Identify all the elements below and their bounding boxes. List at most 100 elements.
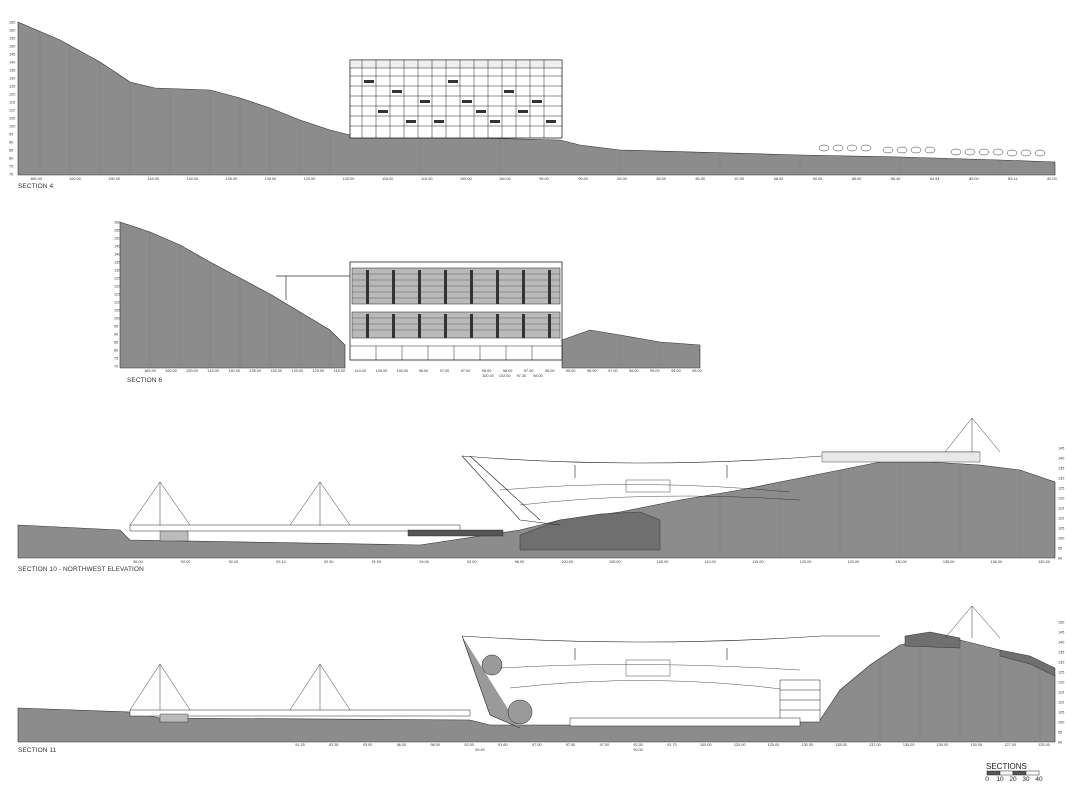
level-label: 145.00 [207, 369, 219, 373]
level-label: 125.00 [291, 369, 303, 373]
level-label: 85.00 [969, 177, 979, 181]
level-label: 91.00 [372, 560, 382, 564]
level-label: 97.30 [517, 374, 527, 378]
level-label: 92.00 [467, 560, 477, 564]
scale-tick-label: 115 [9, 101, 15, 105]
section-4-left-scale: 1651601551501451401351301251201151101051… [9, 21, 15, 177]
level-label: 98.00 [533, 374, 543, 378]
level-label: 130.00 [937, 743, 949, 747]
level-label: 130.00 [265, 177, 277, 181]
level-label: 97.00 [532, 743, 542, 747]
level-label: 92.50 [324, 560, 334, 564]
scale-bar [986, 770, 1040, 776]
level-label: 83.14 [1008, 177, 1018, 181]
scale-tick-label: 155 [114, 229, 120, 233]
scale-bar-label: 20 [1009, 776, 1017, 783]
scale-tick-label: 95 [9, 133, 13, 137]
scale-tick-label: 90 [1058, 741, 1062, 745]
scale-tick-label: 120 [114, 285, 120, 289]
scale-tick-label: 125 [1058, 671, 1064, 675]
scale-tick-label: 70 [114, 365, 118, 369]
scale-tick-label: 165 [9, 21, 15, 25]
scale-tick-label: 100 [9, 125, 15, 129]
scale-tick-label: 100 [114, 317, 120, 321]
scale-tick-label: 115 [114, 293, 120, 297]
scale-tick-label: 130 [1058, 477, 1064, 481]
level-label: 96.00 [587, 369, 597, 373]
level-label: 100.00 [700, 743, 712, 747]
level-label: 85.40 [891, 177, 901, 181]
scale-tick-label: 140 [114, 253, 120, 257]
section-10-terrain [17, 461, 1056, 559]
level-label: 100.00 [561, 560, 573, 564]
scale-tick-label: 145 [1058, 447, 1064, 451]
level-label: 97.00 [608, 369, 618, 373]
level-label: 130.00 [270, 369, 282, 373]
level-label: 165.00 [30, 177, 42, 181]
scale-tick-label: 140 [1058, 457, 1064, 461]
level-label: 98.00 [431, 743, 441, 747]
level-label: 130.00 [801, 743, 813, 747]
level-label: 145.00 [147, 177, 159, 181]
level-label: 85.00 [852, 177, 862, 181]
level-label: 92.14 [276, 560, 286, 564]
level-label: 100.00 [397, 369, 409, 373]
scale-tick-label: 125 [114, 277, 120, 281]
scale-tick-label: 100 [1058, 721, 1064, 725]
section-10-title: SECTION 10 - NORTHWEST ELEVATION [18, 566, 144, 573]
level-label: 127.00 [1004, 743, 1016, 747]
scale-tick-label: 155 [9, 37, 15, 41]
scale-tick-label: 85 [9, 149, 13, 153]
section-4-building [349, 59, 563, 139]
level-label: 67.00 [735, 177, 745, 181]
scale-tick-label: 145 [114, 245, 120, 249]
level-label: 120.00 [343, 177, 355, 181]
section-11-terrain [17, 637, 1056, 743]
level-label: 160.00 [69, 177, 81, 181]
section-11-terrain-dark [904, 631, 961, 649]
section-6-terrain-right [561, 329, 701, 369]
scale-tick-label: 110 [1058, 517, 1064, 521]
scale-tick-label: 135 [9, 69, 15, 73]
level-label: 92.20 [229, 560, 239, 564]
level-label: 100.00 [482, 374, 494, 378]
level-label: 110.00 [705, 560, 716, 564]
level-label: 80.00 [696, 177, 706, 181]
scale-tick-label: 160 [9, 29, 15, 33]
level-label: 115.00 [752, 560, 763, 564]
scale-tick-label: 135 [1058, 651, 1064, 655]
section-4: 1651601551501451401351301251201151101051… [9, 21, 1057, 182]
level-label: 91.70 [667, 743, 677, 747]
level-label: 130.00 [903, 743, 915, 747]
level-label: 80.00 [656, 177, 666, 181]
scale-tick-label: 130 [9, 77, 15, 81]
scale-tick-label: 105 [114, 309, 120, 313]
level-label: 84.54 [930, 177, 940, 181]
level-label: 92.00 [633, 743, 643, 747]
level-label: 125.00 [847, 560, 859, 564]
level-label: 91.25 [295, 743, 305, 747]
scale-tick-label: 130 [114, 269, 120, 273]
level-label: 160.00 [165, 369, 177, 373]
section-10-stadium [129, 451, 981, 542]
scale-tick-label: 95 [114, 325, 118, 329]
scale-bar-title: SECTIONS [986, 762, 1027, 771]
scale-tick-label: 90 [1058, 557, 1062, 561]
section-6-left-scale: 1601551501451401351301251201151101051009… [114, 221, 120, 369]
level-label: 135.00 [943, 560, 955, 564]
scale-tick-label: 80 [9, 157, 13, 161]
section-11-masts [129, 605, 1001, 711]
scale-tick-label: 115 [1058, 507, 1064, 511]
section-6-terrain [119, 221, 346, 369]
level-label: 115.00 [382, 177, 393, 181]
level-label: 96.00 [133, 560, 143, 564]
level-label: 140.00 [228, 369, 240, 373]
level-label: 130.00 [1038, 560, 1050, 564]
scale-tick-label: 160 [114, 221, 120, 225]
level-label: 120.00 [800, 560, 812, 564]
scale-tick-label: 135 [1058, 467, 1064, 471]
level-label: 90.40 [475, 748, 485, 752]
level-label: 95.00 [566, 369, 576, 373]
